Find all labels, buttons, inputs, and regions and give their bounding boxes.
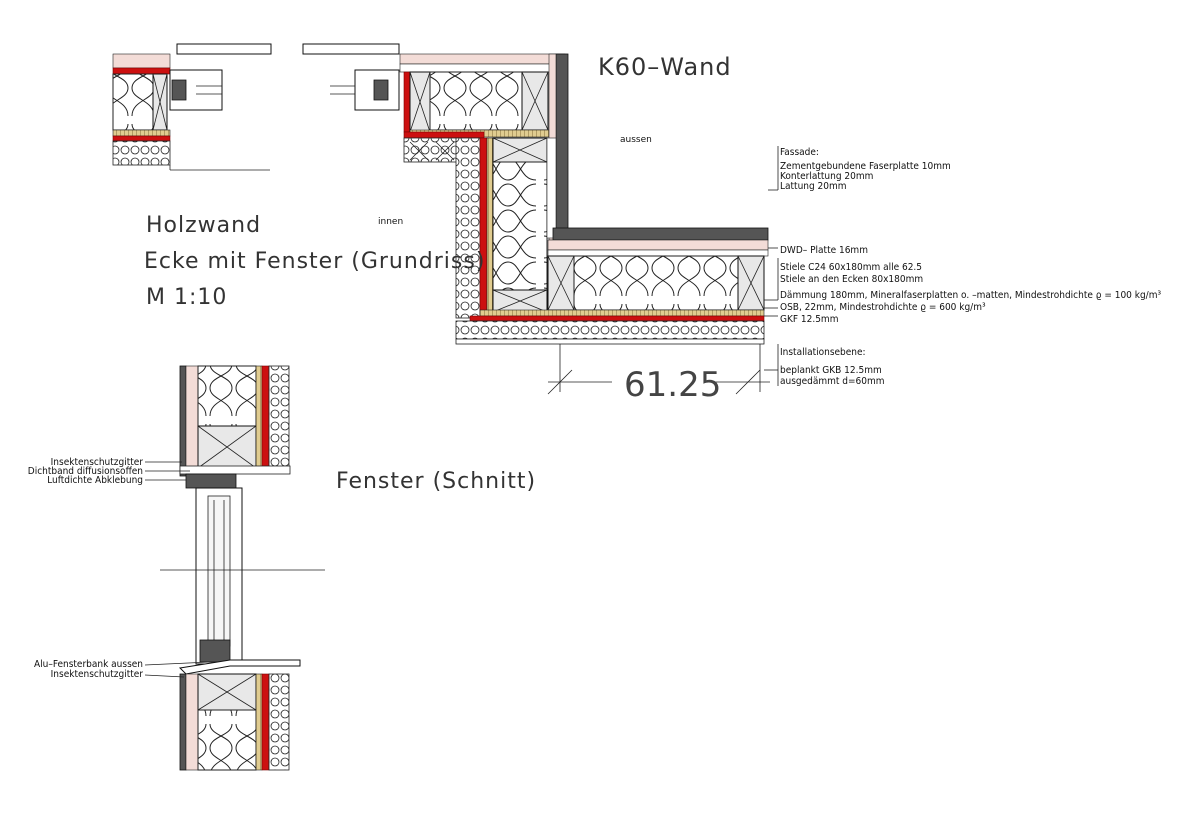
layer-install-2: ausgedämmt d=60mm bbox=[780, 376, 885, 387]
layer-stiele-2: Stiele an den Ecken 80x180mm bbox=[780, 274, 923, 285]
layer-fassade-2: Konterlattung 20mm bbox=[780, 171, 873, 182]
corner-wall-vertical bbox=[455, 137, 769, 319]
label-innen: innen bbox=[378, 217, 403, 227]
section-view bbox=[144, 365, 325, 771]
title-ecke-mit-fenster: Ecke mit Fenster (Grundriss) bbox=[144, 249, 485, 274]
layer-daemmung: Dämmung 180mm, Mineralfaserplatten o. –m… bbox=[780, 290, 1161, 301]
section-label-insektenschutz-top: Insektenschutzgitter bbox=[51, 457, 144, 468]
dimension-line: 61.25 bbox=[547, 344, 770, 405]
layer-gkf: GKF 12.5mm bbox=[780, 314, 838, 325]
window-plan bbox=[169, 43, 400, 171]
corner-wall-top bbox=[399, 53, 569, 241]
layer-fassade-3: Lattung 20mm bbox=[780, 181, 847, 192]
layer-fassade-1: Zementgebundene Faserplatte 10mm bbox=[780, 161, 951, 172]
section-label-luftdicht: Luftdichte Abklebung bbox=[47, 475, 143, 486]
layer-install-head: Installationsebene: bbox=[780, 347, 866, 358]
title-k60-wand: K60–Wand bbox=[598, 53, 732, 81]
section-label-dichtband: Dichtband diffusionsoffen bbox=[28, 466, 143, 477]
layer-stiele-1: Stiele C24 60x180mm alle 62.5 bbox=[780, 262, 922, 273]
corner-wall-bottom bbox=[455, 239, 769, 345]
title-massstab: M 1:10 bbox=[146, 285, 227, 310]
title-holzwand: Holzwand bbox=[146, 213, 261, 238]
dimension-value: 61.25 bbox=[624, 365, 721, 405]
layer-install-1: beplankt GKB 12.5mm bbox=[780, 365, 882, 376]
layer-leaders bbox=[764, 146, 779, 386]
left-wall-stub bbox=[112, 53, 171, 166]
layer-fassade-head: Fassade: bbox=[780, 147, 819, 158]
layer-osb: OSB, 22mm, Mindestrohdichte ϱ = 600 kg/m… bbox=[780, 302, 986, 313]
layer-dwd: DWD– Platte 16mm bbox=[780, 245, 868, 256]
title-fenster-schnitt: Fenster (Schnitt) bbox=[336, 469, 536, 494]
section-label-insektenschutz-bottom: Insektenschutzgitter bbox=[51, 669, 144, 680]
label-aussen: aussen bbox=[620, 135, 652, 145]
plan-view: 61.25 bbox=[112, 43, 779, 405]
section-label-fensterbank: Alu–Fensterbank aussen bbox=[34, 659, 143, 670]
